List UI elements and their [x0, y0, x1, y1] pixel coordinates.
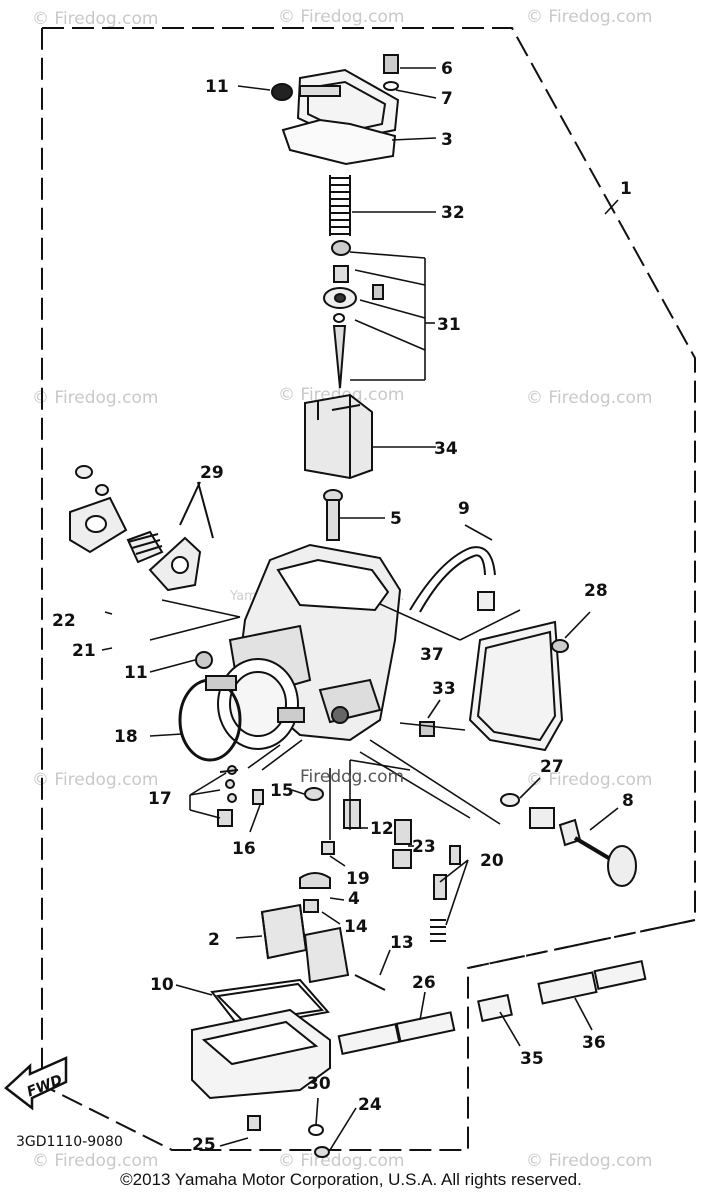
- part-label-16: 16: [232, 839, 256, 859]
- throttle-spring: [329, 175, 351, 236]
- watermark-bottom-left: © Firedog.com: [32, 1151, 158, 1171]
- part-label-22: 22: [52, 611, 76, 631]
- part-label-23: 23: [412, 837, 436, 857]
- watermark-top-right: © Firedog.com: [526, 7, 652, 27]
- watermark-mid-left: © Firedog.com: [32, 388, 158, 408]
- part-label-37: 37: [420, 645, 444, 665]
- part-label-30: 30: [307, 1074, 331, 1094]
- watermark-lower-left: © Firedog.com: [32, 770, 158, 790]
- copyright-notice: ©2013 Yamaha Motor Corporation, U.S.A. A…: [120, 1170, 582, 1189]
- part-label-7: 7: [441, 89, 453, 109]
- watermark-mid-center: © Firedog.com: [278, 385, 404, 405]
- separator-35-36: [467, 919, 696, 969]
- diagram-code: 3GD1110-9080: [16, 1134, 123, 1150]
- part-label-31: 31: [437, 315, 461, 335]
- part-label-15: 15: [270, 781, 294, 801]
- part-label-6: 6: [441, 59, 453, 79]
- part-label-25: 25: [192, 1135, 216, 1155]
- part-label-14: 14: [344, 917, 368, 937]
- watermark-bottom-center: © Firedog.com: [278, 1151, 404, 1171]
- part-number-labels: 1 2 3 4 5 6 7 8 9 10 11 11 12 13 14 15 1…: [52, 59, 634, 1155]
- part-label-21: 21: [72, 641, 96, 661]
- part-label-18: 18: [114, 727, 138, 747]
- float-pair: [260, 903, 350, 984]
- part-label-1: 1: [620, 179, 632, 199]
- watermark-top-center: © Firedog.com: [278, 7, 404, 27]
- part-label-19: 19: [346, 869, 370, 889]
- part-label-35: 35: [520, 1049, 544, 1069]
- watermarks: © Firedog.com © Firedog.com © Firedog.co…: [32, 7, 652, 1171]
- watermark-bottom-right: © Firedog.com: [526, 1151, 652, 1171]
- part-label-11-body: 11: [124, 663, 148, 683]
- vent-hose: [409, 546, 496, 613]
- part-label-13: 13: [390, 933, 414, 953]
- part-label-10: 10: [150, 975, 174, 995]
- part-label-29: 29: [200, 463, 224, 483]
- part-label-9: 9: [458, 499, 470, 519]
- drain-hoses: [337, 960, 647, 1056]
- part-label-28: 28: [584, 581, 608, 601]
- bracket-31: [349, 251, 435, 381]
- needle-jet: [323, 489, 343, 541]
- part-label-4: 4: [348, 889, 360, 909]
- watermark-mid-right: © Firedog.com: [526, 388, 652, 408]
- part-label-24: 24: [358, 1095, 382, 1115]
- part-label-27: 27: [540, 757, 564, 777]
- part-label-26: 26: [412, 973, 436, 993]
- part-label-2: 2: [208, 930, 220, 950]
- fwd-arrow: FWD: [4, 1056, 68, 1111]
- jets-and-screws: [217, 765, 461, 942]
- part-label-3: 3: [441, 130, 453, 150]
- part-label-17: 17: [148, 789, 172, 809]
- part-label-20: 20: [480, 851, 504, 871]
- float-bowl: [191, 974, 386, 1158]
- part-label-12: 12: [370, 819, 394, 839]
- throttle-slide: [304, 393, 373, 480]
- part-label-32: 32: [441, 203, 465, 223]
- part-label-5: 5: [390, 509, 402, 529]
- watermark-lower-right: © Firedog.com: [526, 770, 652, 790]
- part-label-33: 33: [432, 679, 456, 699]
- side-cover: [419, 620, 569, 752]
- carburetor-body: [178, 543, 402, 762]
- watermark-top-left: © Firedog.com: [32, 9, 158, 29]
- part-label-34: 34: [434, 439, 458, 459]
- carburetor-top-cover: [271, 54, 400, 166]
- callout-lines: [101, 67, 619, 1151]
- part-label-11-top: 11: [205, 77, 229, 97]
- jet-needle-assembly: [323, 240, 384, 389]
- part-label-36: 36: [582, 1033, 606, 1053]
- inline-watermark: Firedog.com: [300, 767, 404, 787]
- coasting-enricher: [69, 465, 214, 592]
- part-label-8: 8: [622, 791, 634, 811]
- throttle-stop-screw: [500, 793, 637, 887]
